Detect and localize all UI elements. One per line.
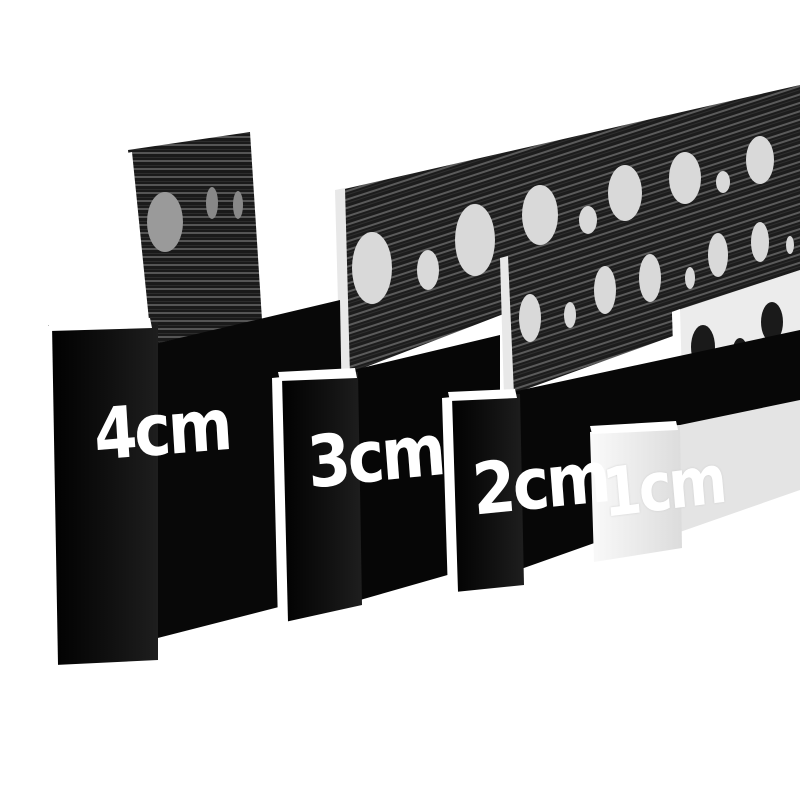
profile-1cm: [590, 400, 800, 562]
size-label-4cm: 4cm: [91, 382, 232, 477]
profile-3cm-fin: [335, 85, 800, 378]
profile-2cm-fin: [500, 185, 800, 398]
fin-holes-2cm: [519, 222, 794, 342]
size-label-3cm: 3cm: [304, 407, 446, 505]
size-label-1cm: 1cm: [599, 440, 728, 534]
size-label-2cm: 2cm: [469, 434, 611, 532]
fin-holes-4cm: [147, 187, 243, 252]
fin-holes-3cm: [352, 136, 774, 304]
